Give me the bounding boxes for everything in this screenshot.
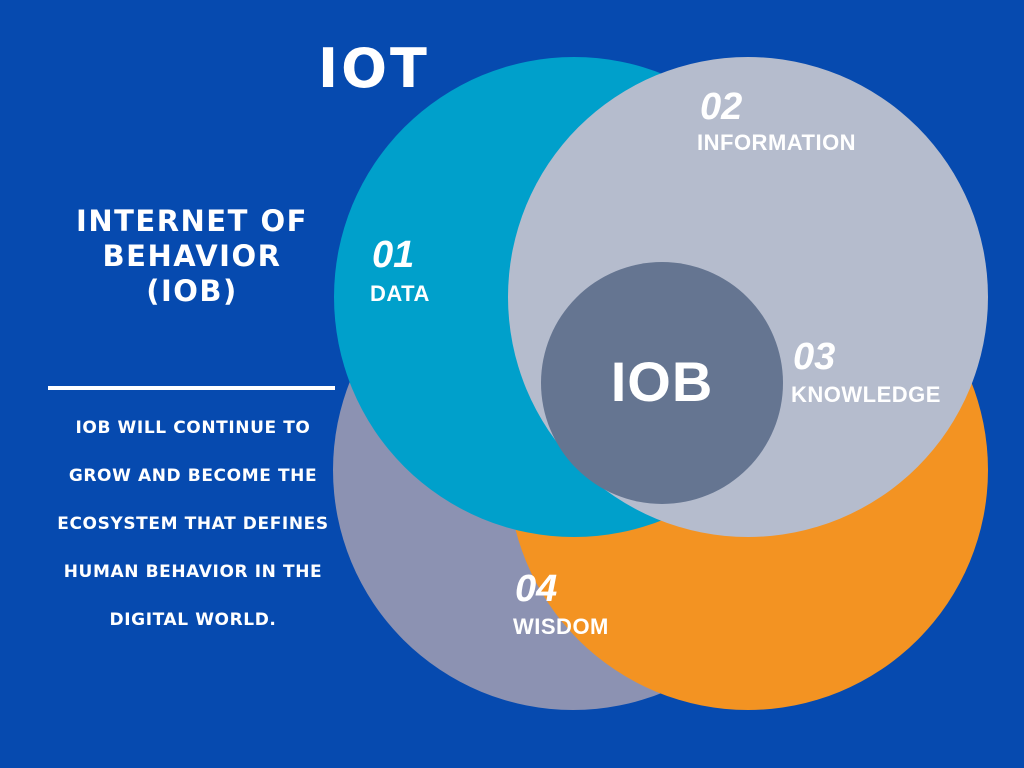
step-number-knowledge: 03 <box>793 336 836 378</box>
iot-heading: IOT <box>318 37 430 100</box>
description-line-2: GROW AND BECOME THE <box>68 466 318 486</box>
iob-title-line-3: (IOB) <box>146 273 238 308</box>
description-line-3: ECOSYSTEM THAT DEFINES <box>57 514 329 534</box>
step-number-information: 02 <box>700 86 743 128</box>
step-number-data: 01 <box>372 234 415 276</box>
center-iob-circle <box>541 262 783 504</box>
step-label-information: INFORMATION <box>697 130 857 155</box>
step-number-wisdom: 04 <box>515 568 558 610</box>
iob-title: INTERNET OF BEHAVIOR (IOB) <box>48 204 336 308</box>
iob-title-line-2: BEHAVIOR <box>102 238 282 273</box>
step-label-data: DATA <box>370 281 430 306</box>
iob-title-line-1: INTERNET OF <box>76 204 308 238</box>
step-label-wisdom: WISDOM <box>513 614 609 639</box>
title-divider <box>48 386 335 390</box>
step-label-knowledge: KNOWLEDGE <box>791 382 941 407</box>
iob-description: IOB WILL CONTINUE TO GROW AND BECOME THE… <box>48 404 338 644</box>
description-line-4: HUMAN BEHAVIOR IN THE <box>63 562 323 582</box>
center-iob-label: IOB <box>610 350 714 413</box>
description-line-5: DIGITAL WORLD. <box>109 610 277 630</box>
description-line-1: IOB WILL CONTINUE TO <box>75 418 311 438</box>
